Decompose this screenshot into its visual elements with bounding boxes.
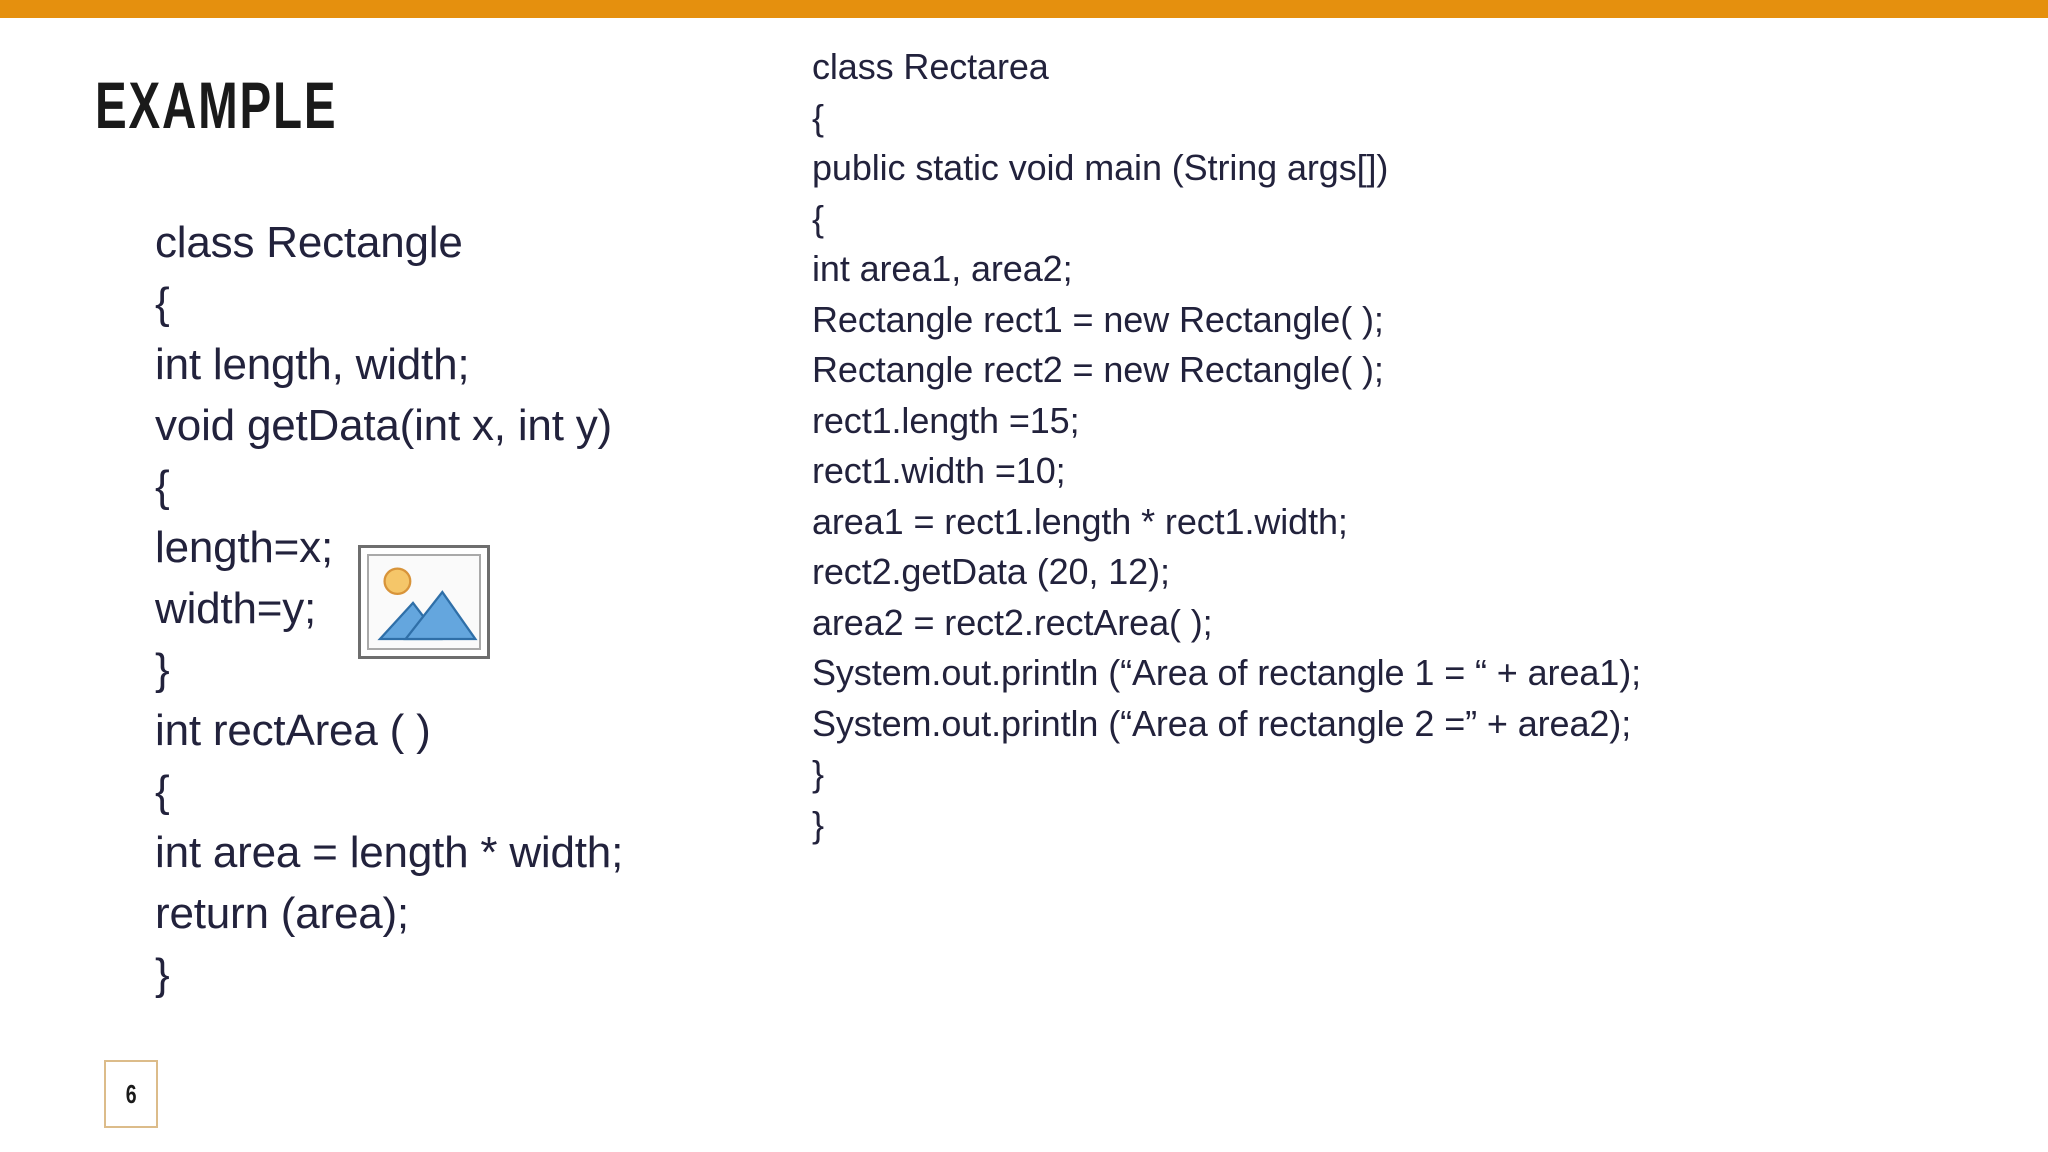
page-number: 6 xyxy=(125,1078,137,1109)
code-line: public static void main (String args[]) xyxy=(812,147,1389,188)
code-line: } xyxy=(812,803,824,845)
code-line: int rectArea ( ) xyxy=(155,706,431,755)
code-line: { xyxy=(155,767,170,816)
right-code-block: class Rectarea { public static void main… xyxy=(812,42,1641,850)
code-line: } xyxy=(812,753,824,794)
code-line: width=y; xyxy=(155,584,317,633)
accent-top-bar xyxy=(0,0,2048,18)
code-line: { xyxy=(812,197,824,239)
code-line: { xyxy=(155,462,170,511)
code-line: return (area); xyxy=(155,889,409,938)
code-line: int area1, area2; xyxy=(812,248,1073,289)
page-number-badge: 6 xyxy=(104,1060,158,1128)
code-line: area2 = rect2.rectArea( ); xyxy=(812,601,1213,643)
code-line: } xyxy=(155,645,170,694)
code-line: length=x; xyxy=(155,523,334,572)
left-code-block: class Rectangle { int length, width; voi… xyxy=(155,212,623,1005)
code-line: rect2.getData (20, 12); xyxy=(812,551,1170,592)
code-line: { xyxy=(812,96,824,138)
code-line: { xyxy=(155,279,170,328)
code-line: Rectangle rect2 = new Rectangle( ); xyxy=(812,349,1384,390)
code-line: } xyxy=(155,950,170,999)
code-line: rect1.width =10; xyxy=(812,450,1066,491)
code-line: int area = length * width; xyxy=(155,828,624,877)
code-line: int length, width; xyxy=(155,340,470,389)
code-line: class Rectarea xyxy=(812,46,1049,87)
code-line: rect1.length =15; xyxy=(812,399,1080,441)
code-line: System.out.println (“Area of rectangle 1… xyxy=(812,652,1641,693)
picture-glyph xyxy=(377,567,478,641)
code-line: area1 = rect1.length * rect1.width; xyxy=(812,500,1348,542)
code-line: class Rectangle xyxy=(155,218,463,267)
code-line: System.out.println (“Area of rectangle 2… xyxy=(812,702,1632,744)
code-line: Rectangle rect1 = new Rectangle( ); xyxy=(812,298,1384,340)
image-placeholder-icon[interactable] xyxy=(358,545,490,659)
image-placeholder-inner xyxy=(367,554,481,650)
page-title: Example xyxy=(95,68,338,142)
code-line: void getData(int x, int y) xyxy=(155,401,612,450)
